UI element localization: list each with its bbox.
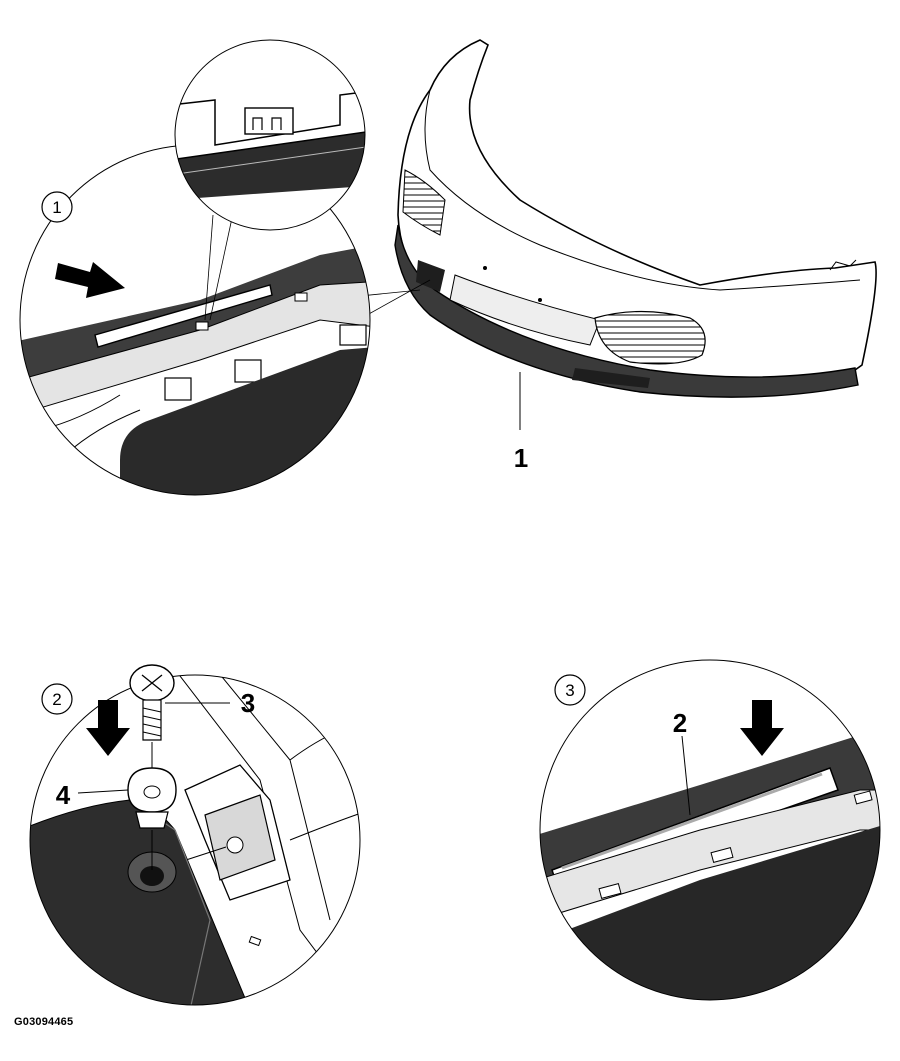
callout-screw: 3 xyxy=(241,688,255,718)
step-marker-2: 2 xyxy=(41,683,73,715)
front-bumper xyxy=(394,39,877,398)
arrow-down-icon xyxy=(740,700,784,756)
callout-trim-strip: 2 xyxy=(673,708,687,738)
arrow-down-icon xyxy=(86,700,130,756)
svg-text:2: 2 xyxy=(52,690,61,709)
callout-front-bumper: 1 xyxy=(514,443,528,473)
callout-washer: 4 xyxy=(56,780,71,810)
figure-code: G03094465 xyxy=(14,1016,74,1028)
arrow-right-icon xyxy=(55,262,125,298)
svg-text:1: 1 xyxy=(52,198,61,217)
zoom-circle-clip xyxy=(174,39,366,231)
step-marker-1: 1 xyxy=(41,191,73,223)
screw-part xyxy=(129,664,175,770)
detail-circle-2 xyxy=(29,664,361,1006)
washer-part xyxy=(127,767,177,870)
svg-text:3: 3 xyxy=(565,681,574,700)
step-marker-3: 3 xyxy=(554,674,586,706)
detail-circle-3 xyxy=(539,659,881,1001)
